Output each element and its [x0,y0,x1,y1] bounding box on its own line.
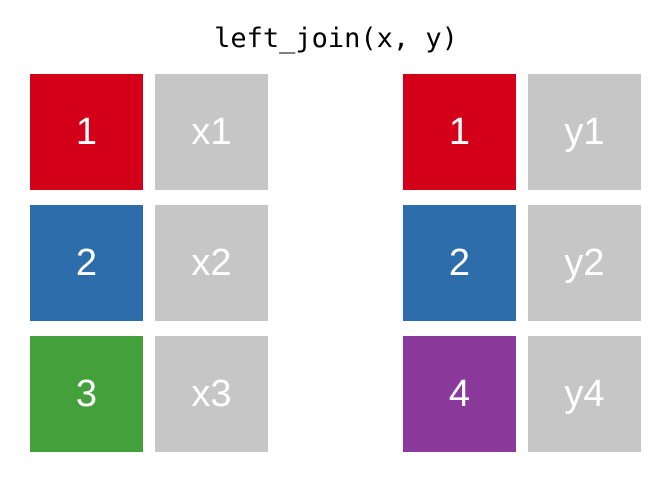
diagram-title: left_join(x, y) [214,23,458,54]
key-cell-label: 3 [75,373,98,415]
table-row: 4 y4 [403,336,641,452]
value-cell: x3 [155,336,268,452]
key-cell: 1 [403,74,516,190]
key-cell: 2 [30,205,143,321]
table-row: 1 y1 [403,74,641,190]
key-cell: 4 [403,336,516,452]
value-cell: y1 [528,74,641,190]
key-cell: 2 [403,205,516,321]
table-row: 2 x2 [30,205,268,321]
key-cell-label: 4 [448,373,471,415]
key-cell: 3 [30,336,143,452]
value-cell-label: x3 [191,373,232,415]
table-y: 1 y1 2 y2 4 y4 [403,74,641,452]
value-cell: y4 [528,336,641,452]
value-cell-label: x2 [191,242,232,284]
key-cell-label: 1 [448,111,471,153]
table-row: 1 x1 [30,74,268,190]
table-row: 2 y2 [403,205,641,321]
value-cell-label: y2 [564,242,605,284]
value-cell-label: y1 [564,111,605,153]
table-x: 1 x1 2 x2 3 x3 [30,74,268,452]
value-cell: x2 [155,205,268,321]
key-cell: 1 [30,74,143,190]
key-cell-label: 2 [75,242,98,284]
value-cell: y2 [528,205,641,321]
value-cell-label: x1 [191,111,232,153]
value-cell-label: y4 [564,373,605,415]
table-row: 3 x3 [30,336,268,452]
key-cell-label: 1 [75,111,98,153]
value-cell: x1 [155,74,268,190]
key-cell-label: 2 [448,242,471,284]
